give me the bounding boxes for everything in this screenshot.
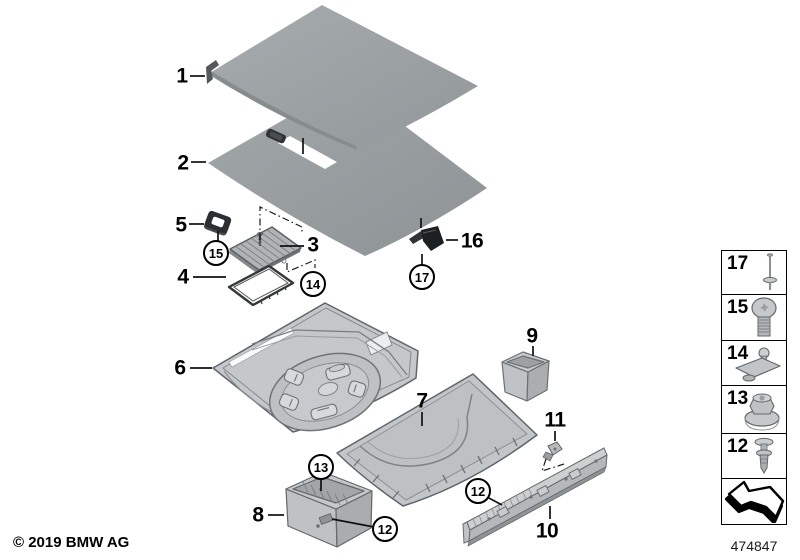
bin-clip-detail <box>318 513 334 525</box>
part-10-sill-strip <box>462 447 608 547</box>
callout-14-circled[interactable]: 14 <box>300 271 326 297</box>
callout-10[interactable]: 10 <box>535 519 559 543</box>
callout-17-circled[interactable]: 17 <box>409 264 435 290</box>
lug-recesses <box>278 363 367 421</box>
wheel-hub <box>317 382 339 396</box>
part-4-frame-seal <box>227 264 295 307</box>
legend-item-12: 12 <box>721 433 787 481</box>
part-1-panel <box>206 5 478 150</box>
direction-arrow-icon <box>725 481 785 524</box>
callout-15-circled[interactable]: 15 <box>203 240 229 266</box>
part-7-storage-tray <box>336 373 538 507</box>
callout-6[interactable]: 6 <box>174 356 186 380</box>
callout-3[interactable]: 3 <box>307 233 319 257</box>
callout-7[interactable]: 7 <box>416 389 428 413</box>
pin-screw-icon <box>763 253 777 291</box>
callout-12-circled-right[interactable]: 12 <box>465 478 491 504</box>
diagram-number: 474847 <box>730 538 778 554</box>
part-16-bracket <box>409 226 444 251</box>
expansion-rivet-icon <box>754 437 774 475</box>
callout-2[interactable]: 2 <box>177 151 189 175</box>
legend-number: 17 <box>727 253 749 275</box>
panel-handle <box>265 128 287 144</box>
callout-1[interactable]: 1 <box>176 64 188 88</box>
legend-number: 15 <box>727 296 749 318</box>
callout-8[interactable]: 8 <box>252 503 264 527</box>
leader-lines <box>189 75 556 528</box>
flanged-nut-icon <box>744 393 780 431</box>
mounting-dash-lines <box>259 206 565 472</box>
part-3-module <box>229 226 302 274</box>
part-2-panel <box>208 83 487 256</box>
callout-5[interactable]: 5 <box>175 213 187 237</box>
part-11-clip <box>542 441 563 462</box>
legend-item-14: 14 <box>721 340 787 387</box>
callout-13-circled[interactable]: 13 <box>308 454 334 480</box>
part-8-storage-bin <box>285 471 373 548</box>
legend-number: 13 <box>727 387 749 409</box>
callout-11[interactable]: 11 <box>544 408 566 432</box>
panel-edge-fold <box>206 60 219 84</box>
callout-4[interactable]: 4 <box>177 265 189 289</box>
ball-stud-clamp-icon <box>735 347 781 382</box>
tray-ribs <box>353 437 518 499</box>
legend-direction-box <box>721 478 787 526</box>
legend-item-15: 15 <box>721 293 787 342</box>
legend-item-13: 13 <box>721 384 787 435</box>
legend-number: 12 <box>727 436 749 458</box>
fastener-legend: 17 15 14 <box>721 250 787 526</box>
callout-12-circled-left[interactable]: 12 <box>372 516 398 542</box>
part-6-floor-tray <box>212 302 419 433</box>
part-5-grommet <box>203 210 232 236</box>
part-9-insert-box <box>501 351 550 402</box>
torx-pan-head-screw-icon <box>751 297 777 337</box>
callout-9[interactable]: 9 <box>526 324 538 348</box>
legend-number: 14 <box>727 343 749 365</box>
callout-16[interactable]: 16 <box>460 229 484 253</box>
legend-item-17: 17 <box>721 250 787 296</box>
copyright-notice: © 2019 BMW AG <box>13 534 130 551</box>
